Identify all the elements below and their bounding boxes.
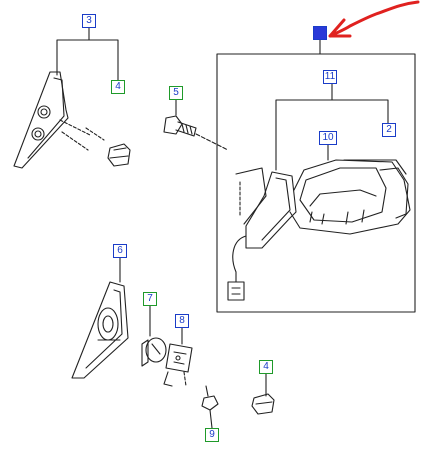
callout-7: 7 [143,292,157,306]
mounting-screw [85,99,229,151]
callout-10: 10 [319,131,337,145]
clip-nut-lower [251,371,275,415]
callout-8: 8 [175,314,189,328]
callout-6: 6 [113,244,127,258]
grommet-bushing [141,303,167,367]
callout-9: 9 [205,428,219,442]
callout-3: 3 [82,14,96,28]
push-clip [201,385,219,429]
clip-nut-upper [107,143,131,167]
callout-5: 5 [169,86,183,100]
callout-2: 2 [382,123,396,137]
red-arrow-annotation [328,0,420,38]
mirror-assembly-frame [216,39,416,313]
leader-lines-3 [56,27,119,81]
leader-lines-11 [275,83,389,171]
callout-11: 11 [323,70,337,84]
mirror-body [227,159,411,301]
lower-sail-trim [71,281,129,379]
bracket [163,327,193,387]
callout-4-upper: 4 [111,80,125,94]
callout-4-lower: 4 [259,360,273,374]
upper-sail-trim [13,71,91,169]
callout-1: 1 [313,26,327,40]
